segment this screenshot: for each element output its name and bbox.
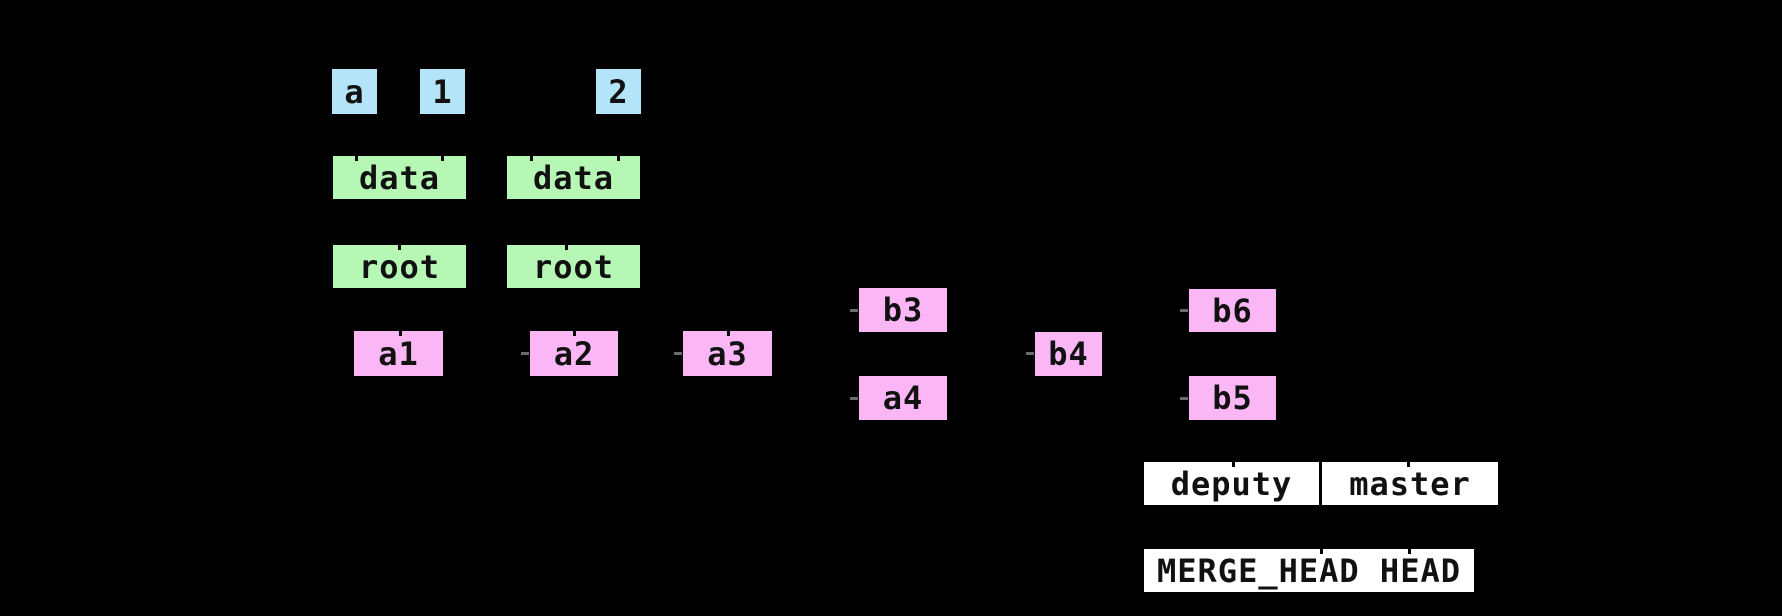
commit-node-b4: b4 bbox=[1035, 332, 1102, 376]
ref-label: deputy bbox=[1170, 464, 1293, 503]
arrow-tick bbox=[1407, 462, 1410, 467]
commit-label: a4 bbox=[882, 379, 924, 417]
tree-node-root-2: root bbox=[507, 245, 640, 288]
tree-node-root-1: root bbox=[333, 245, 466, 288]
blob-node-a: a bbox=[332, 69, 377, 114]
arrowhead-remnant bbox=[1180, 397, 1188, 400]
tree-label: data bbox=[532, 158, 615, 197]
arrow-tick bbox=[399, 331, 402, 336]
tree-node-data-2: data bbox=[507, 156, 640, 199]
tree-node-data-1: data bbox=[333, 156, 466, 199]
ref-label: MERGE_HEAD HEAD bbox=[1157, 551, 1461, 590]
commit-label: b4 bbox=[1048, 335, 1089, 373]
commit-label: a3 bbox=[707, 334, 748, 373]
arrow-tick bbox=[355, 156, 358, 161]
arrowhead-remnant bbox=[1026, 352, 1034, 355]
tree-label: root bbox=[358, 247, 441, 286]
arrowhead-remnant bbox=[850, 309, 858, 312]
ref-label: master bbox=[1349, 464, 1471, 503]
commit-label: b5 bbox=[1212, 379, 1253, 417]
commit-label: b6 bbox=[1212, 291, 1253, 330]
arrowhead-remnant bbox=[1180, 309, 1188, 312]
commit-node-b3: b3 bbox=[859, 288, 947, 332]
commit-label: a1 bbox=[378, 334, 419, 373]
ref-box-deputy: deputy bbox=[1144, 462, 1319, 505]
arrow-tick bbox=[1408, 549, 1411, 554]
arrow-tick bbox=[727, 331, 730, 336]
ref-box-master: master bbox=[1322, 462, 1498, 505]
arrow-tick bbox=[565, 245, 568, 250]
arrow-tick bbox=[573, 331, 576, 336]
ref-box-merge-head-head: MERGE_HEAD HEAD bbox=[1144, 549, 1474, 592]
arrow-tick bbox=[398, 245, 401, 250]
blob-node-2: 2 bbox=[596, 69, 641, 114]
arrowhead-remnant bbox=[850, 397, 858, 400]
blob-label: 1 bbox=[432, 72, 453, 111]
commit-node-a4: a4 bbox=[859, 376, 947, 420]
arrow-tick bbox=[441, 156, 444, 161]
commit-node-b6: b6 bbox=[1189, 289, 1276, 332]
commit-node-a1: a1 bbox=[354, 331, 443, 376]
blob-label: a bbox=[344, 72, 365, 111]
arrowhead-remnant bbox=[674, 352, 682, 355]
commit-label: b3 bbox=[882, 291, 924, 329]
commit-node-b5: b5 bbox=[1189, 376, 1276, 420]
commit-node-a3: a3 bbox=[683, 331, 772, 376]
commit-node-a2: a2 bbox=[530, 331, 618, 376]
arrow-tick bbox=[617, 156, 620, 161]
tree-label: data bbox=[358, 158, 441, 197]
blob-node-1: 1 bbox=[420, 69, 465, 114]
commit-label: a2 bbox=[553, 334, 595, 373]
arrow-tick bbox=[1320, 549, 1323, 554]
tree-label: root bbox=[532, 247, 615, 286]
arrow-tick bbox=[1232, 462, 1235, 467]
arrow-tick bbox=[530, 156, 533, 161]
arrowhead-remnant bbox=[521, 352, 529, 355]
blob-label: 2 bbox=[608, 72, 629, 111]
